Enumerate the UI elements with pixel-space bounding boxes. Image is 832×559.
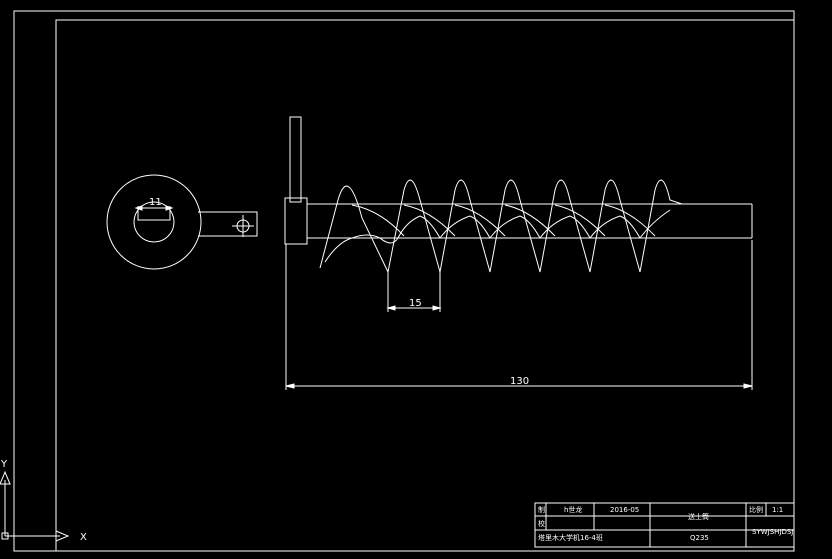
- tb-school: 塔里木大学机16-4班: [538, 533, 603, 542]
- ucs-x-label: X: [80, 532, 87, 543]
- outer-sheet-border: [13, 10, 795, 552]
- length-dimension-text: 130: [510, 376, 529, 387]
- keyway: [137, 206, 171, 221]
- tb-part-name: 送土筒: [688, 512, 709, 521]
- flight-band-lines: [351, 204, 656, 237]
- section-view: [106, 174, 258, 270]
- length-arrow-right: [743, 383, 753, 389]
- pitch-arrow-right: [432, 305, 442, 311]
- pitch-dimension-text: 15: [409, 298, 422, 309]
- length-arrow-left: [285, 383, 295, 389]
- tb-date: 2016-05: [610, 506, 639, 514]
- tb-cell-zhi: 制: [538, 505, 545, 514]
- ucs-origin-box: [1, 532, 9, 540]
- tb-material: Q235: [690, 534, 709, 542]
- tb-scale-label: 比例: [749, 505, 763, 514]
- drawing-frame: [13, 10, 795, 552]
- hub-dim-arrow-left: [134, 205, 143, 211]
- flight-lower-edge: [324, 209, 671, 263]
- tb-designer: h世龙: [564, 505, 582, 514]
- ucs-icon: [0, 470, 70, 542]
- pitch-arrow-left: [386, 305, 396, 311]
- bore-circle: [133, 201, 175, 243]
- shaft-collar: [284, 197, 308, 245]
- inner-drawing-border: [55, 19, 795, 552]
- handle-rod: [289, 116, 302, 203]
- hub-dim-arrow-right: [165, 205, 174, 211]
- ucs-x-arrow: [55, 530, 70, 542]
- tb-scale-value: 1:1: [772, 506, 783, 514]
- ucs-y-arrow: [0, 470, 11, 485]
- title-block: [534, 502, 795, 548]
- tb-cell-jiao: 校: [538, 519, 545, 528]
- arm: [198, 211, 258, 237]
- title-block-border: [534, 502, 795, 548]
- auger-view: [284, 116, 753, 390]
- tb-code: SYWJSHJDSJ: [752, 528, 793, 536]
- flange-outer-circle: [106, 174, 202, 270]
- hub-dimension-text: 11: [149, 197, 162, 208]
- flight-upper-edge: [319, 179, 683, 274]
- ucs-y-label: Y: [0, 459, 8, 470]
